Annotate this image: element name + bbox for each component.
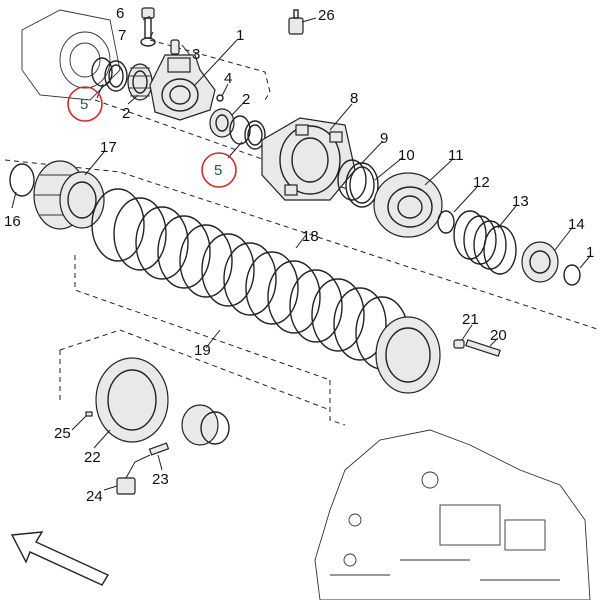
pin-part-21: [453, 339, 465, 349]
pin-part-20: [465, 339, 501, 357]
middle-frame-top: [4, 159, 600, 331]
highlight-circle-upper: [67, 86, 103, 122]
snap-ring-part-16: [9, 163, 35, 197]
housing-part: [21, 9, 121, 101]
pin-part: [170, 39, 180, 55]
highlight-circle-lower: [201, 152, 237, 188]
washer-part: [140, 37, 156, 47]
snap-ring-part-15: [563, 264, 581, 286]
ring-part-9: [337, 159, 367, 201]
spring-rings-part: [453, 210, 517, 275]
callout-9: 9: [380, 130, 388, 147]
seal-ring-pair-lower: [229, 115, 266, 150]
callout-1: 1: [236, 27, 244, 44]
ring-part-10: [345, 162, 379, 208]
screw-part-23: [148, 442, 170, 456]
callout-2-lower: 2: [242, 91, 250, 108]
ring-part-12: [437, 210, 455, 234]
callout-5-lower: 5: [214, 162, 222, 179]
callout-18: 18: [302, 228, 319, 245]
callout-12: 12: [473, 174, 490, 191]
upper-frame-top: [149, 39, 271, 101]
callout-10: 10: [398, 147, 415, 164]
callout-19: 19: [194, 342, 211, 359]
callout-1-right: 1: [586, 244, 594, 261]
callout-14: 14: [568, 216, 585, 233]
piston-part: [373, 172, 443, 238]
sensor-block-part: [116, 454, 151, 495]
bolt-part: [141, 7, 155, 39]
callout-7: 7: [118, 27, 126, 44]
direction-arrow-icon: [10, 531, 110, 586]
callout-3: 3: [192, 46, 200, 63]
key-part-25: [85, 411, 93, 417]
callout-23: 23: [152, 471, 169, 488]
middle-frame-left: [74, 255, 331, 381]
callout-2-upper: 2: [122, 105, 130, 122]
middle-frame-bottom: [329, 380, 346, 426]
pressure-plate-part: [521, 241, 559, 283]
hub-part: [261, 117, 356, 201]
lower-frame-top: [59, 329, 331, 411]
callout-4: 4: [224, 70, 232, 87]
callout-11: 11: [448, 147, 464, 164]
callout-17: 17: [100, 139, 117, 156]
friction-plate-part: [95, 357, 169, 443]
sensor-part: [288, 9, 304, 35]
ball-part: [216, 94, 224, 102]
gear-drum-part: [33, 160, 105, 230]
ring-part-10-inner: [349, 166, 375, 204]
callout-16: 16: [4, 213, 21, 230]
callout-25: 25: [54, 425, 71, 442]
transmission-case: [314, 429, 591, 600]
needle-bearing-upper: [127, 63, 153, 101]
callout-22: 22: [84, 449, 101, 466]
callout-6: 6: [116, 5, 124, 22]
yoke-part: [149, 54, 216, 121]
clutch-disc-stack: [91, 188, 441, 394]
output-gear-part: [181, 404, 230, 446]
seal-ring-pair-upper: [91, 57, 128, 92]
callout-24: 24: [86, 488, 103, 505]
callout-5-upper: 5: [80, 96, 88, 113]
callout-26: 26: [318, 7, 335, 24]
needle-bearing-lower: [209, 108, 235, 138]
callout-20: 20: [490, 327, 507, 344]
callout-8: 8: [350, 90, 358, 107]
callout-13: 13: [512, 193, 529, 210]
callout-21: 21: [462, 311, 479, 328]
